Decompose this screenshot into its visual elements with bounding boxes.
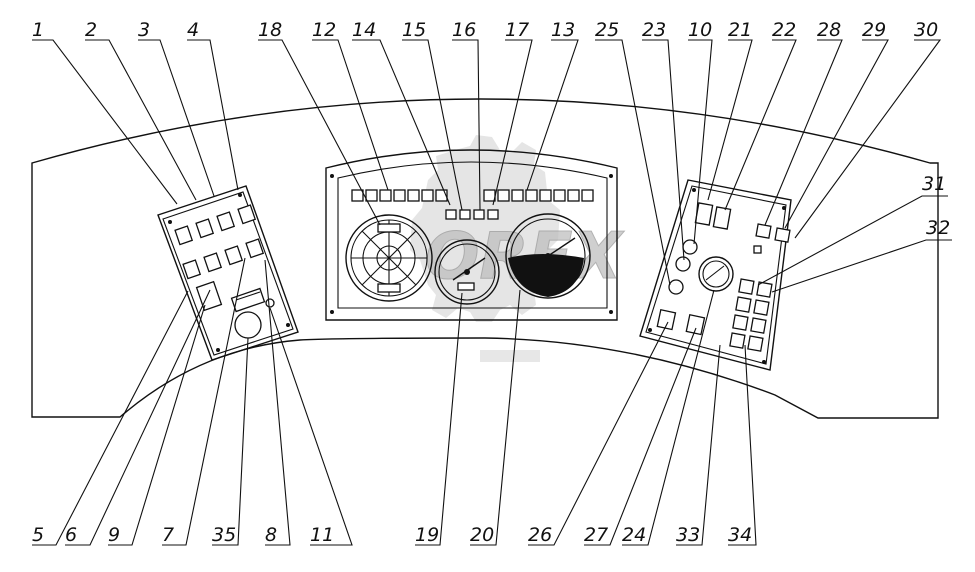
label-27: 27: [584, 524, 608, 546]
warning-lamp-left-5: [407, 189, 420, 202]
warning-lamp-right-8: [581, 189, 594, 202]
small-lamp: [753, 245, 762, 254]
label-25: 25: [595, 19, 619, 41]
name-plate: [230, 287, 266, 313]
left-switch-r1-c4: [237, 204, 257, 225]
label-8: 8: [265, 524, 277, 546]
label-12: 12: [312, 19, 336, 41]
indicator-10: [675, 256, 691, 272]
right-switch-r1-c2: [756, 281, 773, 298]
label-11: 11: [310, 524, 334, 546]
label-7: 7: [162, 524, 174, 546]
right-switch-panel: [639, 179, 792, 371]
label-1: 1: [32, 19, 44, 41]
label-29: 29: [862, 19, 886, 41]
label-16: 16: [452, 19, 476, 41]
indicator-lamp-3: [473, 209, 485, 220]
speedometer-gauge: [505, 213, 591, 299]
switch-29: [774, 227, 791, 243]
warning-lamp-left-2: [365, 189, 378, 202]
label-4: 4: [187, 19, 199, 41]
left-switch-r1-c2: [195, 218, 215, 239]
left-switch-r1-c1: [174, 225, 194, 246]
indicator-23: [682, 239, 698, 255]
label-17: 17: [505, 19, 529, 41]
label-24: 24: [622, 524, 646, 546]
label-6: 6: [65, 524, 77, 546]
right-switch-r1-c1: [738, 278, 755, 295]
indicator-lamp-1: [445, 209, 457, 220]
small-indicator: [265, 298, 275, 308]
warning-lamp-right-1: [483, 189, 496, 202]
label-31: 31: [922, 173, 946, 195]
label-5: 5: [32, 524, 44, 546]
label-20: 20: [470, 524, 494, 546]
warning-lamp-right-2: [497, 189, 510, 202]
switch-28: [755, 223, 772, 239]
left-switch-panel: [157, 185, 299, 361]
label-3: 3: [138, 19, 150, 41]
left-switch-r2-c2: [203, 252, 223, 273]
label-23: 23: [642, 19, 666, 41]
label-28: 28: [817, 19, 841, 41]
central-instrument-panel: [325, 149, 618, 321]
tachometer-gauge: [434, 239, 500, 305]
warning-lamp-left-4: [393, 189, 406, 202]
label-30: 30: [914, 19, 938, 41]
label-10: 10: [688, 19, 712, 41]
label-26: 26: [528, 524, 552, 546]
warning-lamp-right-6: [553, 189, 566, 202]
indicator-lamp-4: [487, 209, 499, 220]
label-33: 33: [676, 524, 700, 546]
label-19: 19: [415, 524, 439, 546]
right-label-group: 31 32: [922, 173, 950, 239]
label-21: 21: [728, 19, 752, 41]
left-switch-r1-c3: [216, 211, 236, 232]
label-18: 18: [258, 19, 282, 41]
indicator-25: [668, 279, 684, 295]
leader-lines: [32, 39, 952, 546]
switch-22: [712, 206, 732, 230]
label-13: 13: [551, 19, 575, 41]
warning-lamp-left-7: [435, 189, 448, 202]
watermark: OREX: [410, 135, 625, 362]
warning-lamp-right-7: [567, 189, 580, 202]
warning-lamp-right-4: [525, 189, 538, 202]
indicator-lamp-2: [459, 209, 471, 220]
label-14: 14: [352, 19, 376, 41]
dashboard-outline: [31, 98, 939, 419]
combined-gauge: [345, 214, 433, 302]
left-switch-r2-c1: [182, 259, 202, 280]
label-15: 15: [402, 19, 426, 41]
right-switch-r4-c1: [729, 332, 746, 349]
pressure-gauge: [698, 256, 734, 292]
warning-lamp-left-3: [379, 189, 392, 202]
switch-26: [656, 308, 677, 331]
right-switch-r3-c1: [732, 314, 749, 331]
right-switch-r3-c2: [750, 317, 767, 334]
switch-27: [685, 313, 706, 336]
warning-lamp-right-3: [511, 189, 524, 202]
label-22: 22: [772, 19, 796, 41]
right-switch-r4-c2: [747, 335, 764, 352]
label-9: 9: [108, 524, 120, 546]
label-32: 32: [926, 217, 950, 239]
right-switch-r2-c1: [735, 296, 752, 313]
switch-21: [694, 202, 714, 226]
warning-lamp-left-1: [351, 189, 364, 202]
label-34: 34: [728, 524, 752, 546]
label-2: 2: [85, 19, 97, 41]
warning-lamp-right-5: [539, 189, 552, 202]
round-socket: [234, 311, 262, 339]
left-large-switch: [195, 280, 223, 312]
warning-lamp-left-6: [421, 189, 434, 202]
left-switch-r2-c4: [245, 238, 265, 259]
left-switch-r2-c3: [224, 245, 244, 266]
label-35: 35: [212, 524, 236, 546]
right-switch-r2-c2: [753, 299, 770, 316]
